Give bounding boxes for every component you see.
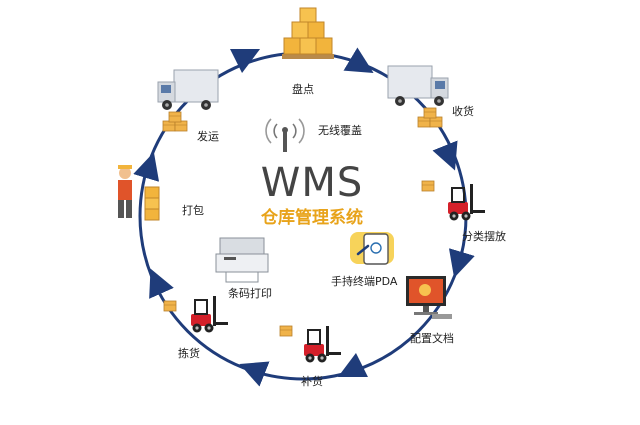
node-packing: 打包 — [118, 165, 204, 221]
ring-arrow — [133, 152, 160, 182]
ring-arrow — [343, 47, 374, 73]
pallet-boxes-icon — [282, 7, 334, 59]
node-label: 补货 — [301, 374, 323, 388]
node-replenish: 补货 — [279, 325, 342, 388]
printer-icon — [215, 237, 269, 283]
node-config: 配置文档 — [406, 276, 454, 345]
node-label: 盘点 — [292, 82, 314, 96]
ring-arrows — [133, 47, 475, 387]
node-label: 分类摆放 — [462, 229, 506, 243]
node-shipping: 发运 — [157, 69, 219, 143]
forklift-icon — [447, 183, 486, 222]
box-stack-icon — [421, 180, 435, 192]
forklift-icon — [190, 295, 229, 334]
box-stack-icon — [162, 111, 188, 132]
inner-barcode: 条码打印 — [215, 237, 272, 300]
box-stack-icon — [417, 107, 443, 128]
ring-arrow — [448, 248, 475, 278]
delivery-truck-icon — [157, 69, 219, 111]
handheld-pda-icon — [350, 232, 394, 265]
ring-arrow — [239, 361, 270, 387]
diagram-subtitle: 仓库管理系统 — [260, 207, 363, 228]
inner-label: 条码打印 — [228, 286, 272, 300]
node-sorting: 分类摆放 — [421, 180, 506, 243]
node-label: 配置文档 — [410, 331, 454, 345]
box-stack-icon — [279, 325, 293, 337]
node-label: 收货 — [452, 104, 474, 118]
wireless-antenna-icon — [265, 118, 305, 152]
ring-arrow — [432, 140, 458, 171]
diagram-title: WMS — [261, 160, 363, 206]
computer-monitor-icon — [406, 276, 452, 319]
worker-boxes-icon — [118, 165, 160, 221]
node-receiving: 收货 — [387, 65, 474, 128]
ring-arrow — [149, 268, 174, 299]
node-label: 发运 — [197, 129, 219, 143]
forklift-icon — [303, 325, 342, 364]
inner-wireless: 无线覆盖 — [265, 118, 362, 152]
node-inventory: 盘点 — [282, 7, 334, 96]
node-label: 打包 — [182, 203, 204, 217]
ring-arrow — [337, 352, 369, 378]
box-stack-icon — [163, 300, 177, 312]
inner-label: 手持终端PDA — [331, 274, 398, 288]
inner-label: 无线覆盖 — [318, 123, 362, 137]
inner-handheld: 手持终端PDA — [331, 232, 398, 288]
ring-arrow — [229, 48, 261, 74]
node-picking: 拣货 — [163, 295, 229, 360]
node-label: 拣货 — [178, 346, 200, 360]
